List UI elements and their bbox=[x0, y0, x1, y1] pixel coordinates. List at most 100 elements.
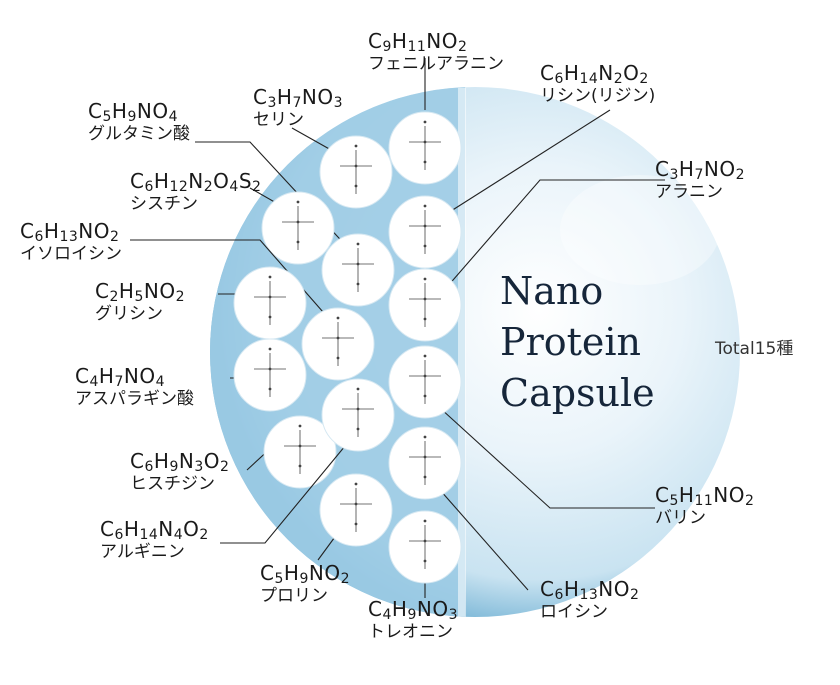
formula-element: C bbox=[130, 449, 145, 473]
formula-subscript: 4 bbox=[382, 607, 392, 623]
structure-atom bbox=[296, 200, 300, 204]
formula-subscript: 14 bbox=[139, 527, 159, 543]
formula-element: H bbox=[111, 99, 128, 123]
formula-subscript: 9 bbox=[299, 571, 309, 587]
formula-subscript: 6 bbox=[144, 179, 154, 195]
name-serine: セリン bbox=[253, 110, 304, 131]
structure-atom bbox=[423, 317, 427, 321]
capsule-title: Nano Protein Capsule bbox=[500, 266, 700, 419]
formula-element: H bbox=[391, 29, 408, 53]
formula-element: H bbox=[118, 279, 135, 303]
formula-element: C bbox=[100, 517, 115, 541]
name-arginine: アルギニン bbox=[100, 542, 185, 563]
formula-element: C bbox=[368, 597, 383, 621]
structure-atom bbox=[354, 144, 358, 148]
formula-subscript: 2 bbox=[175, 289, 185, 305]
structure-atom bbox=[356, 262, 360, 266]
formula-element: N bbox=[598, 61, 614, 85]
molecule-isoleucine bbox=[301, 307, 375, 381]
formula-subscript: 2 bbox=[735, 167, 745, 183]
formula-element: O bbox=[213, 169, 230, 193]
formula-element: NO bbox=[598, 577, 630, 601]
formula-element: H bbox=[391, 597, 408, 621]
structure-atom bbox=[268, 347, 272, 351]
title-line-1: Nano bbox=[500, 269, 604, 313]
formula-valine: C5H11NO2 bbox=[655, 484, 755, 510]
structure-atom bbox=[423, 277, 427, 281]
formula-subscript: 5 bbox=[134, 289, 144, 305]
formula-element: N bbox=[158, 517, 174, 541]
structure-atom bbox=[356, 407, 360, 411]
leader-line-valine bbox=[439, 407, 655, 509]
name-aspartic: アスパラギン酸 bbox=[75, 389, 194, 410]
formula-element: N bbox=[188, 169, 204, 193]
formula-element: O bbox=[203, 449, 220, 473]
name-proline: プロリン bbox=[260, 586, 328, 607]
formula-subscript: 14 bbox=[579, 71, 599, 87]
name-histidine: ヒスチジン bbox=[130, 474, 215, 495]
molecule-histidine bbox=[263, 415, 337, 489]
formula-element: NO bbox=[416, 597, 449, 621]
structure-atom bbox=[423, 354, 427, 358]
structure-atom bbox=[356, 282, 360, 286]
structure-atom bbox=[336, 316, 340, 320]
formula-subscript: 2 bbox=[639, 71, 649, 87]
formula-subscript: 6 bbox=[554, 71, 564, 87]
structure-atom bbox=[336, 336, 340, 340]
formula-leucine: C6H13NO2 bbox=[540, 577, 639, 604]
sphere-highlight bbox=[560, 175, 720, 285]
formula-subscript: 13 bbox=[59, 229, 79, 245]
formula-subscript: 2 bbox=[199, 527, 209, 543]
formula-element: C bbox=[253, 85, 268, 109]
formula-subscript: 6 bbox=[554, 587, 564, 603]
formula-subscript: 2 bbox=[744, 493, 755, 509]
formula-alanine: C3H7NO2 bbox=[655, 158, 745, 184]
structure-atom bbox=[423, 539, 427, 543]
structure-atom bbox=[423, 559, 427, 563]
formula-element: N bbox=[178, 449, 195, 473]
structure-atom bbox=[336, 356, 340, 360]
formula-subscript: 4 bbox=[229, 179, 239, 195]
formula-subscript: 7 bbox=[694, 167, 704, 183]
formula-subscript: 4 bbox=[89, 374, 99, 390]
formula-subscript: 13 bbox=[579, 587, 599, 603]
formula-serine: C3H7NO3 bbox=[253, 85, 343, 112]
structure-atom bbox=[423, 435, 427, 439]
formula-element: H bbox=[98, 364, 115, 388]
formula-element: H bbox=[123, 517, 140, 541]
structure-atom bbox=[356, 242, 360, 246]
formula-element: C bbox=[260, 561, 275, 585]
formula-subscript: 7 bbox=[292, 95, 302, 111]
structure-atom bbox=[268, 275, 272, 279]
formula-arginine: C6H14N4O2 bbox=[100, 517, 209, 544]
name-phenylalanine: フェニルアラニン bbox=[368, 54, 504, 75]
structure-atom bbox=[268, 387, 272, 391]
structure-atom bbox=[423, 244, 427, 248]
name-glutamic: グルタミン酸 bbox=[88, 124, 190, 145]
formula-subscript: 2 bbox=[203, 179, 214, 195]
name-valine: バリン bbox=[655, 508, 706, 529]
structure-atom bbox=[298, 464, 302, 468]
molecule-leucine bbox=[388, 426, 462, 500]
molecule-lysine bbox=[388, 195, 462, 269]
structure-atom bbox=[298, 424, 302, 428]
formula-element: S bbox=[238, 169, 253, 193]
formula-subscript: 2 bbox=[457, 39, 468, 55]
molecule-alanine bbox=[388, 268, 462, 342]
formula-element: NO bbox=[143, 279, 176, 303]
formula-subscript: 7 bbox=[114, 374, 124, 390]
total-count: Total15種 bbox=[715, 339, 794, 359]
structure-atom bbox=[354, 482, 358, 486]
structure-atom bbox=[356, 387, 360, 391]
structure-atom bbox=[423, 204, 427, 208]
molecule-glutamic bbox=[321, 233, 395, 307]
title-line-2: Protein bbox=[500, 320, 641, 364]
structure-atom bbox=[423, 120, 427, 124]
